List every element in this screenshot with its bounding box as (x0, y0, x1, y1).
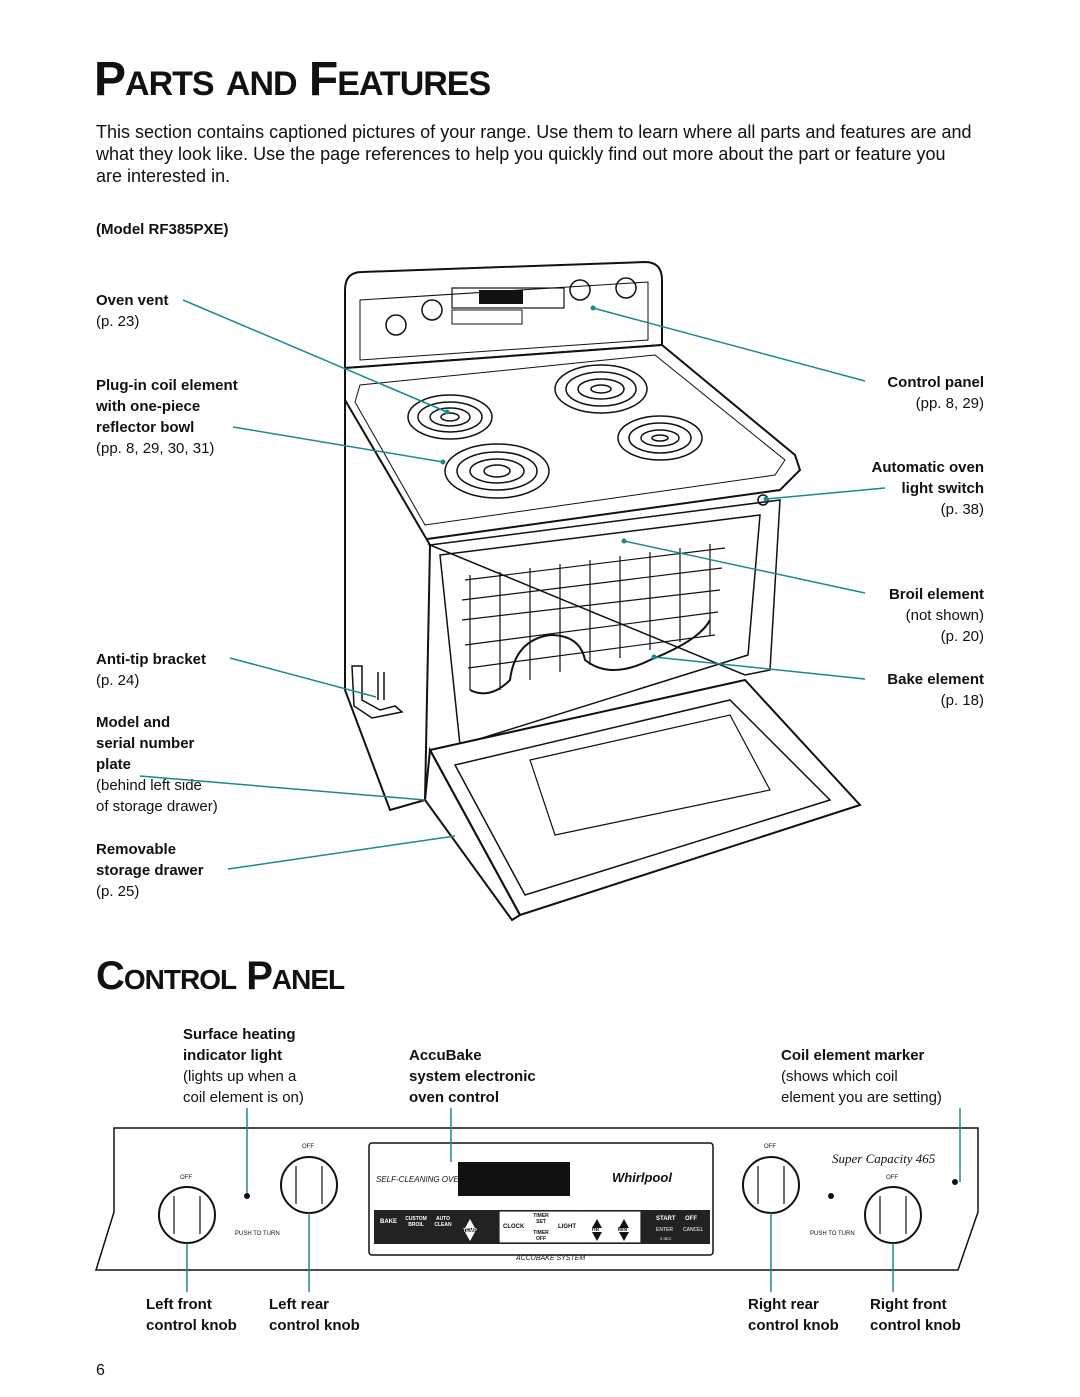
custom-broil-button[interactable]: CUSTOM BROIL (405, 1216, 427, 1228)
temp-button[interactable]: TEMP (463, 1228, 477, 1234)
brand-logo: Whirlpool (612, 1170, 672, 1185)
label-broil-element: Broil element(not shown)(p. 20) (888, 586, 984, 645)
auto-clean-button[interactable]: AUTO CLEAN (434, 1216, 452, 1228)
parts-title: Parts and Features (94, 53, 491, 106)
off-button[interactable]: OFF (685, 1216, 697, 1222)
push-to-turn-right: PUSH TO TURN (810, 1231, 855, 1237)
min-button[interactable]: MIN (618, 1227, 628, 1233)
timer-set-button[interactable]: TIMER SET (533, 1213, 549, 1225)
push-to-turn-left: PUSH TO TURN (235, 1231, 280, 1237)
knob-off-left-front: OFF (180, 1175, 192, 1181)
clock-button[interactable]: CLOCK (503, 1224, 525, 1230)
accubake-system-logo: ACCUBAKE SYSTEM (516, 1255, 586, 1262)
enter-label: ENTER (656, 1227, 673, 1233)
cancel-label: CANCEL (683, 1227, 704, 1233)
label-oven-vent: Oven vent(p. 23) (96, 292, 169, 330)
timer-off-button[interactable]: TIMER OFF (533, 1230, 549, 1242)
start-button[interactable]: START (656, 1216, 676, 1222)
knob-off-right-rear: OFF (764, 1144, 776, 1150)
self-cleaning-text: SELF-CLEANING OVEN (376, 1175, 465, 1184)
label-anti-tip: Anti-tip bracket(p. 24) (96, 651, 207, 689)
label-control-panel: Control panel(pp. 8, 29) (887, 374, 984, 412)
label-bake-element: Bake element(p. 18) (887, 671, 984, 709)
model-label: (Model RF385PXE) (96, 221, 229, 238)
bake-button[interactable]: BAKE (380, 1219, 398, 1225)
page-number: 6 (96, 1362, 105, 1379)
super-capacity: Super Capacity 465 (832, 1151, 936, 1166)
light-button[interactable]: LIGHT (558, 1224, 576, 1230)
knob-off-left-rear: OFF (302, 1144, 314, 1150)
lock-label: 3 SEC (660, 1236, 672, 1241)
knob-off-right-front: OFF (886, 1175, 898, 1181)
control-panel-title: Control Panel (96, 954, 345, 998)
hr-button[interactable]: HR (592, 1227, 600, 1233)
intro-text: This section contains captioned pictures… (96, 122, 972, 186)
